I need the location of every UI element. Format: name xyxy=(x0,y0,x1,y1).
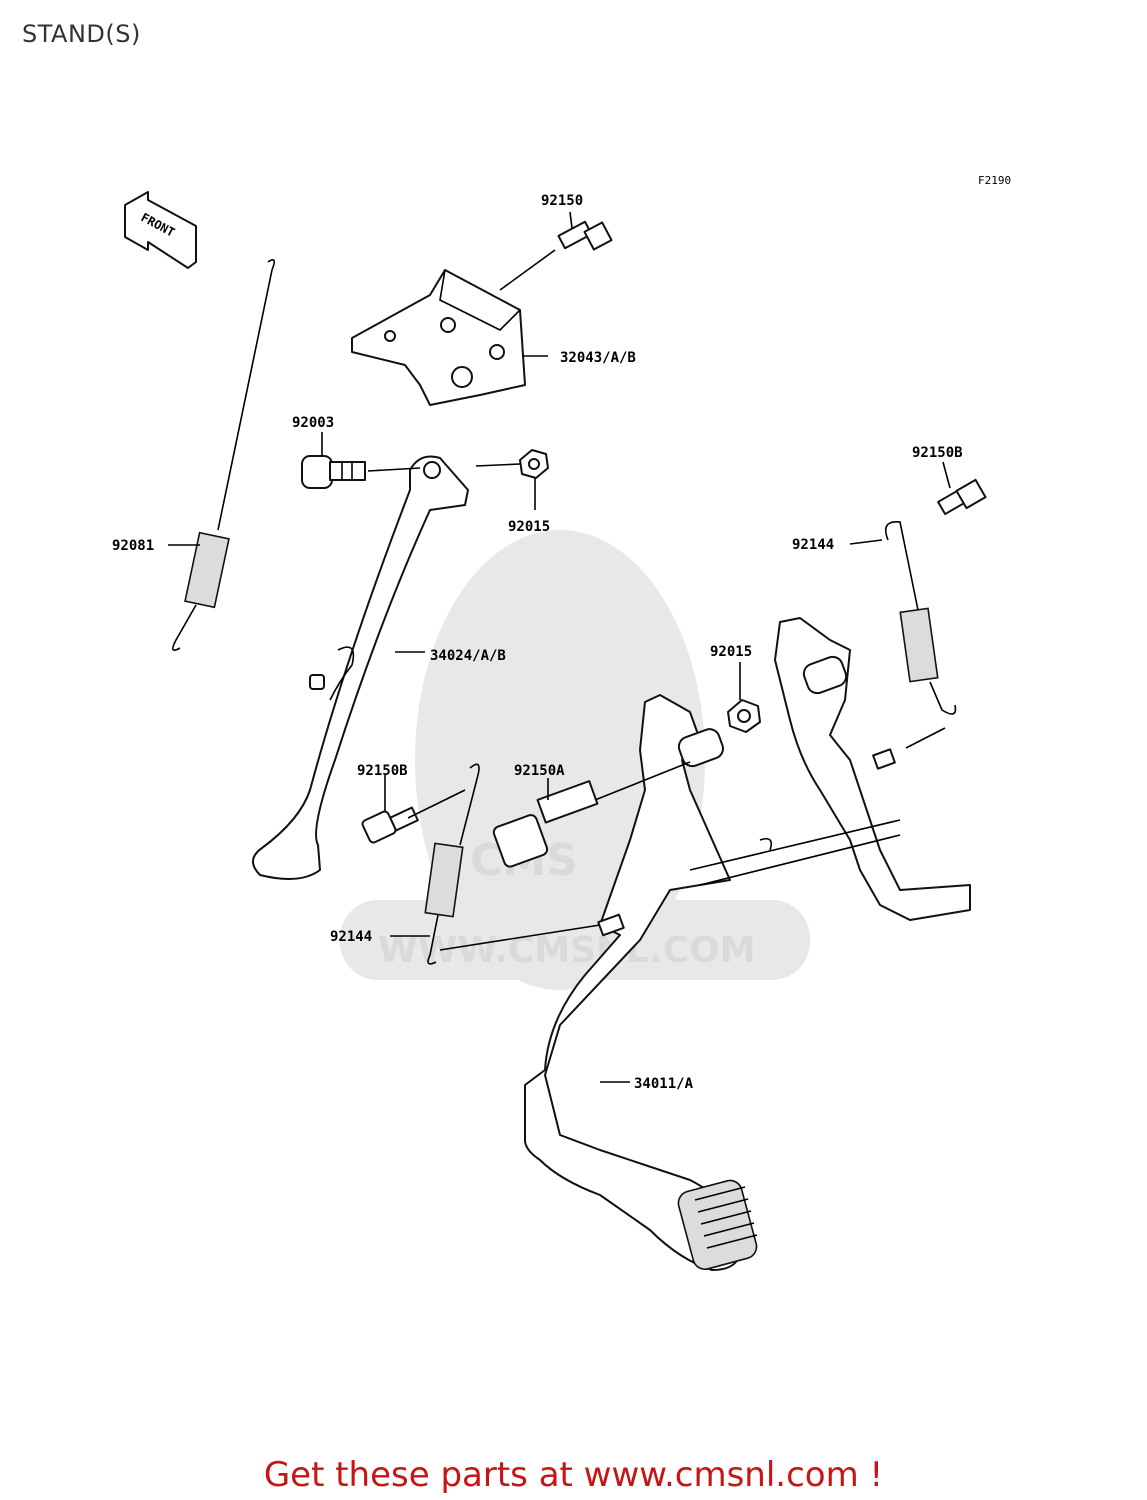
callout-92003: 92003 xyxy=(292,415,334,431)
leader-lines xyxy=(168,211,951,1083)
bolt-92150 xyxy=(557,220,613,251)
callout-32043: 32043/A/B xyxy=(560,350,636,366)
pivot-bolt-92003 xyxy=(301,455,366,489)
callout-34024: 34024/A/B xyxy=(430,648,506,664)
callout-92144-right: 92144 xyxy=(792,537,834,553)
cta-link[interactable]: Get these parts at www.cmsnl.com ! xyxy=(263,1455,884,1495)
callout-92150b-left: 92150B xyxy=(357,763,408,779)
bracket-part xyxy=(351,269,526,406)
side-stand-part xyxy=(252,455,469,880)
figure-code: F2190 xyxy=(978,174,1011,187)
callout-92150: 92150 xyxy=(541,193,583,209)
callout-34011: 34011/A xyxy=(634,1076,694,1092)
foot-pedal-pad xyxy=(677,1179,758,1271)
callout-92150b-right: 92150B xyxy=(912,445,963,461)
spring-92144-left xyxy=(424,763,480,965)
watermark-url: WWW.CMSNL.COM xyxy=(378,930,756,971)
callout-92144-left: 92144 xyxy=(330,929,372,945)
spring-92081 xyxy=(172,259,276,651)
bolt-92150b-left xyxy=(361,806,419,844)
spring-92144-right xyxy=(884,521,957,715)
nut-92015-lower xyxy=(727,699,761,733)
callout-92150a: 92150A xyxy=(514,763,565,779)
watermark-logo: CMS WWW.CMSNL.COM xyxy=(340,530,810,990)
nut-92015-upper xyxy=(519,449,549,479)
bolt-92150a xyxy=(492,780,599,868)
callout-92015-upper: 92015 xyxy=(508,519,550,535)
bolt-92150b-right xyxy=(937,478,987,516)
center-stand-part xyxy=(524,617,971,1271)
front-arrow-icon: FRONT xyxy=(124,191,197,269)
callout-92015-lower: 92015 xyxy=(710,644,752,660)
page-title: STAND(S) xyxy=(22,20,141,48)
callout-92081: 92081 xyxy=(112,538,154,554)
